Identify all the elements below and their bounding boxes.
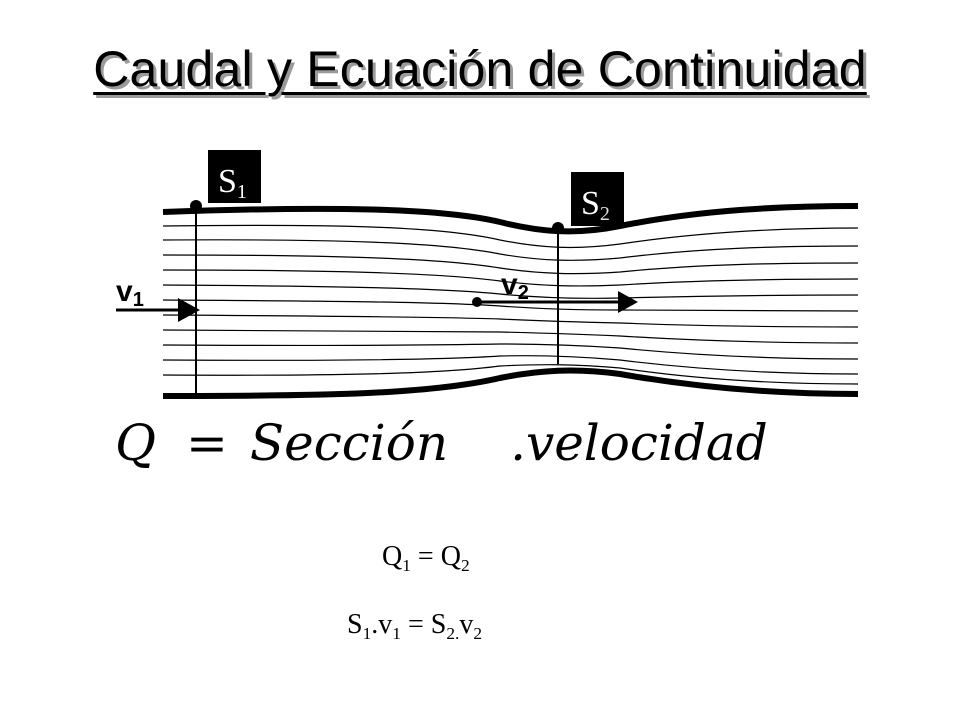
tube-top-wall [162, 203, 859, 235]
streamline [162, 254, 859, 275]
formula-q: Q [115, 414, 156, 472]
velocity-2-arrow-head [618, 291, 638, 313]
velocity-1-arrow-head [178, 298, 200, 322]
equation-continuity: S1.v1 = S2.v2 [347, 609, 483, 644]
equation-flow-equality: Q1 = Q2 [382, 541, 470, 576]
streamline [162, 314, 859, 328]
section-1-label: S1 [218, 163, 247, 203]
section-2-label-box [571, 172, 624, 226]
streamline [162, 364, 859, 385]
streamline [162, 239, 859, 261]
streamline [162, 284, 859, 299]
section-1-marker [190, 200, 202, 212]
tube-bottom-wall [162, 367, 859, 399]
streamline [162, 224, 859, 249]
section-1-label-box [208, 150, 261, 203]
formula-equals: = [186, 414, 228, 472]
streamline [162, 355, 859, 375]
streamline [162, 269, 859, 287]
velocity-1-label: v1 [116, 275, 144, 311]
formula-velocity: .velocidad [510, 414, 768, 472]
slide-title: Caudal y Ecuación de Continuidad [93, 41, 867, 97]
section-2-marker [552, 222, 564, 234]
flow-rate-formula: Q=Sección.velocidad [115, 418, 768, 468]
formula-section: Sección [249, 414, 449, 472]
section-2-label: S2 [581, 185, 610, 225]
streamline [162, 299, 859, 312]
streamline [162, 343, 859, 360]
streamlines [162, 224, 859, 385]
velocity-2-label: v2 [501, 268, 529, 304]
streamline [162, 329, 859, 344]
